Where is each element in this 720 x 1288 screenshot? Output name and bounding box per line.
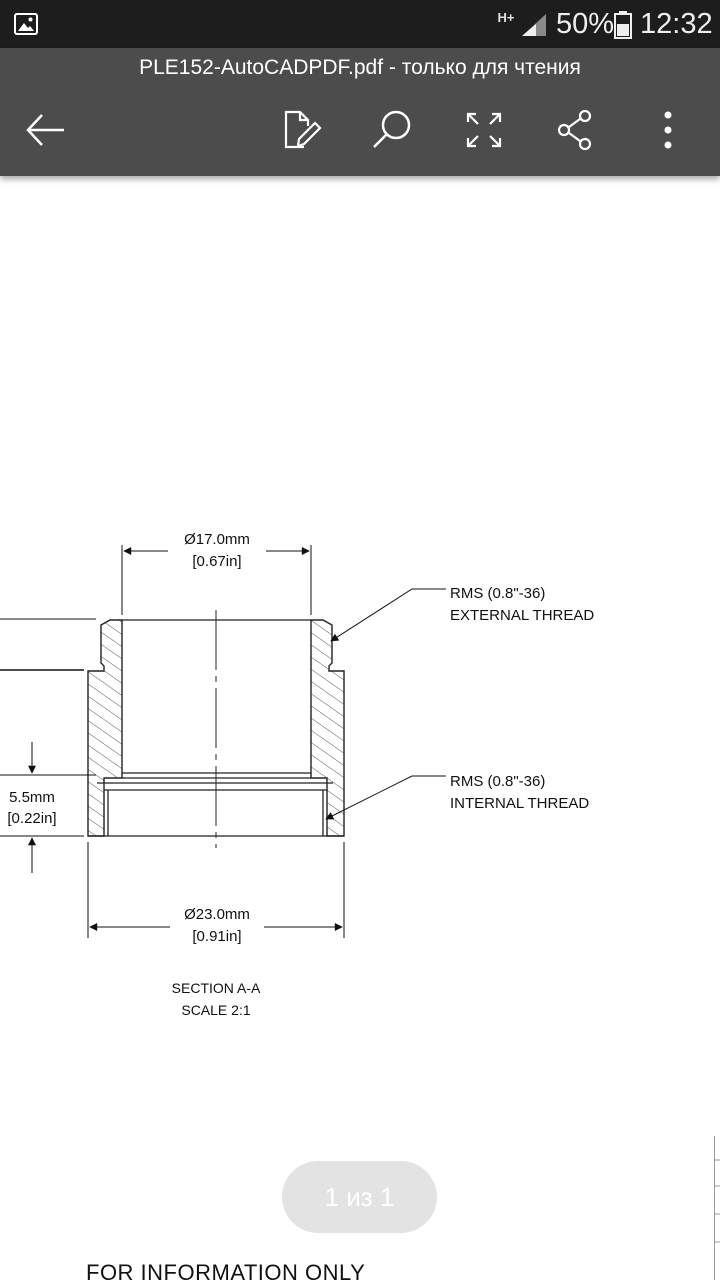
share-icon <box>557 109 592 151</box>
dim-top-diameter: Ø17.0mm <box>184 531 250 548</box>
back-button[interactable] <box>18 102 74 158</box>
dim-bottom-inches: [0.91in] <box>192 928 241 945</box>
title-block-edge <box>714 1136 720 1280</box>
search-button[interactable] <box>364 102 420 158</box>
dim-side-inches: [0.22in] <box>7 810 56 827</box>
pdf-drawing: Ø17.0mm [0.67in] 5.5mm [0.22in] RMS (0.8… <box>0 530 594 1018</box>
back-arrow-icon <box>26 114 64 146</box>
document-title: PLE152-AutoCADPDF.pdf - только для чтени… <box>139 56 581 79</box>
more-options-button[interactable] <box>640 102 696 158</box>
app-toolbar: PLE152-AutoCADPDF.pdf - только для чтени… <box>0 48 720 176</box>
callout-internal-line2: INTERNAL THREAD <box>450 795 589 812</box>
scale-label: SCALE 2:1 <box>181 1002 250 1018</box>
network-type: H+ <box>497 10 515 25</box>
callout-external-line2: EXTERNAL THREAD <box>450 607 594 624</box>
search-icon <box>373 110 411 148</box>
dim-bottom-diameter: Ø23.0mm <box>184 906 250 923</box>
right-wall-section <box>310 619 345 837</box>
battery-icon <box>614 11 632 39</box>
page-indicator: 1 из 1 <box>282 1161 437 1233</box>
status-bar: H+ 50% 12:32 <box>0 0 720 48</box>
share-button[interactable] <box>547 102 603 158</box>
fullscreen-button[interactable] <box>456 102 512 158</box>
clock: 12:32 <box>640 8 713 40</box>
more-vert-icon <box>664 111 672 149</box>
footer-text: FOR INFORMATION ONLY <box>86 1260 366 1285</box>
dim-side-mm: 5.5mm <box>9 789 55 806</box>
callout-internal-line1: RMS (0.8"-36) <box>450 773 545 790</box>
left-wall-section <box>87 619 123 837</box>
callout-external-line1: RMS (0.8"-36) <box>450 585 545 602</box>
dim-top-inches: [0.67in] <box>192 553 241 570</box>
signal-icon <box>522 14 546 36</box>
battery-percent: 50% <box>556 8 615 40</box>
edit-button[interactable] <box>274 102 330 158</box>
edit-document-icon <box>284 110 322 149</box>
section-label: SECTION A-A <box>172 980 261 996</box>
fullscreen-icon <box>466 112 502 148</box>
image-notification-icon <box>14 13 38 35</box>
